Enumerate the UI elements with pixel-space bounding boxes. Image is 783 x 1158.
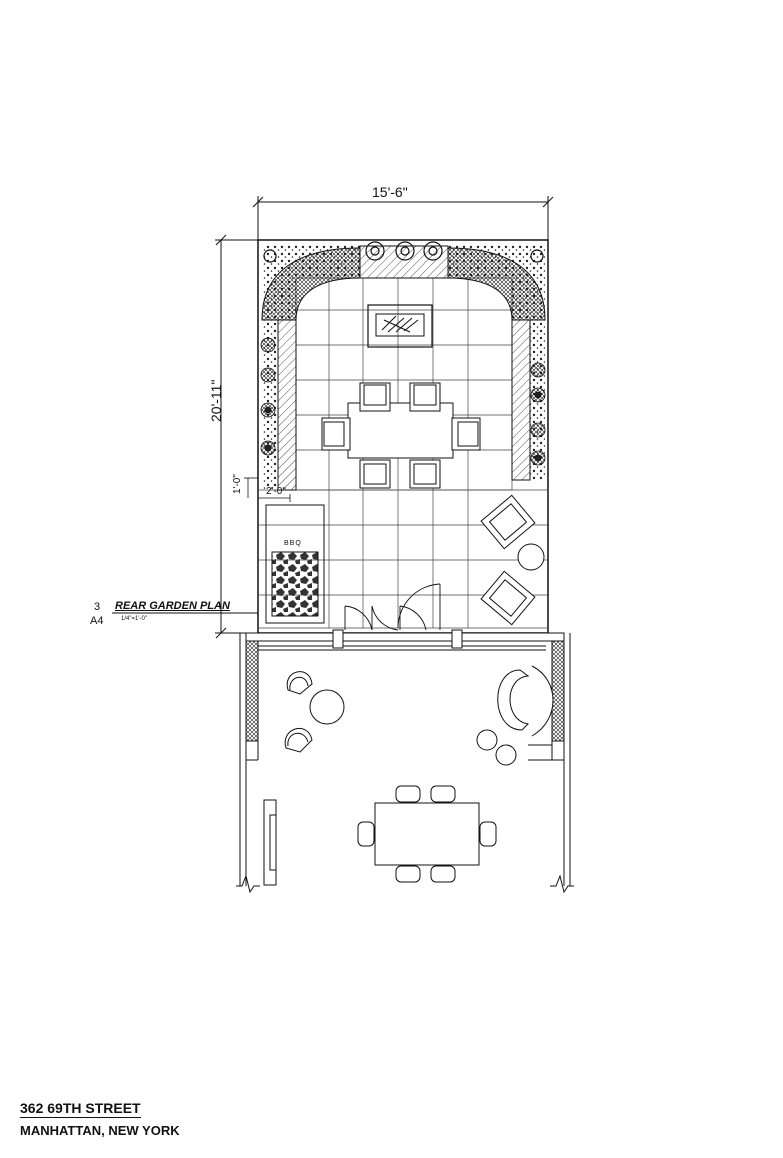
garden-doors <box>344 583 441 631</box>
callout-number: 3 <box>94 601 101 613</box>
callout-sheet: A4 <box>90 615 104 627</box>
side-plants <box>260 337 546 466</box>
bbq-counter <box>265 504 325 624</box>
address-line-2: MANHATTAN, NEW YORK <box>20 1123 180 1138</box>
height-dimension-line <box>215 234 258 639</box>
plan-scale: 1/4"=1'-0" <box>121 616 147 622</box>
bbq-label: BBQ <box>284 540 302 547</box>
rear-facade-wall <box>239 629 571 886</box>
height-dimension-label: 20'-11" <box>208 379 224 422</box>
interior-furniture <box>284 665 554 883</box>
offset-dimension-label-2: 2'-0" <box>266 486 286 497</box>
garden-dining-set <box>321 382 481 489</box>
fire-feature <box>367 304 433 348</box>
lounge-chairs <box>480 494 545 626</box>
plan-title: REAR GARDEN PLAN <box>115 600 230 612</box>
width-dimension-line <box>252 196 554 240</box>
break-lines <box>236 874 574 894</box>
width-dimension-label: 15'-6" <box>372 184 408 200</box>
offset-dimension-label-1: 1'-0" <box>232 474 243 494</box>
address-line-1: 362 69TH STREET <box>20 1100 141 1118</box>
shrubs-top-row <box>263 241 544 263</box>
